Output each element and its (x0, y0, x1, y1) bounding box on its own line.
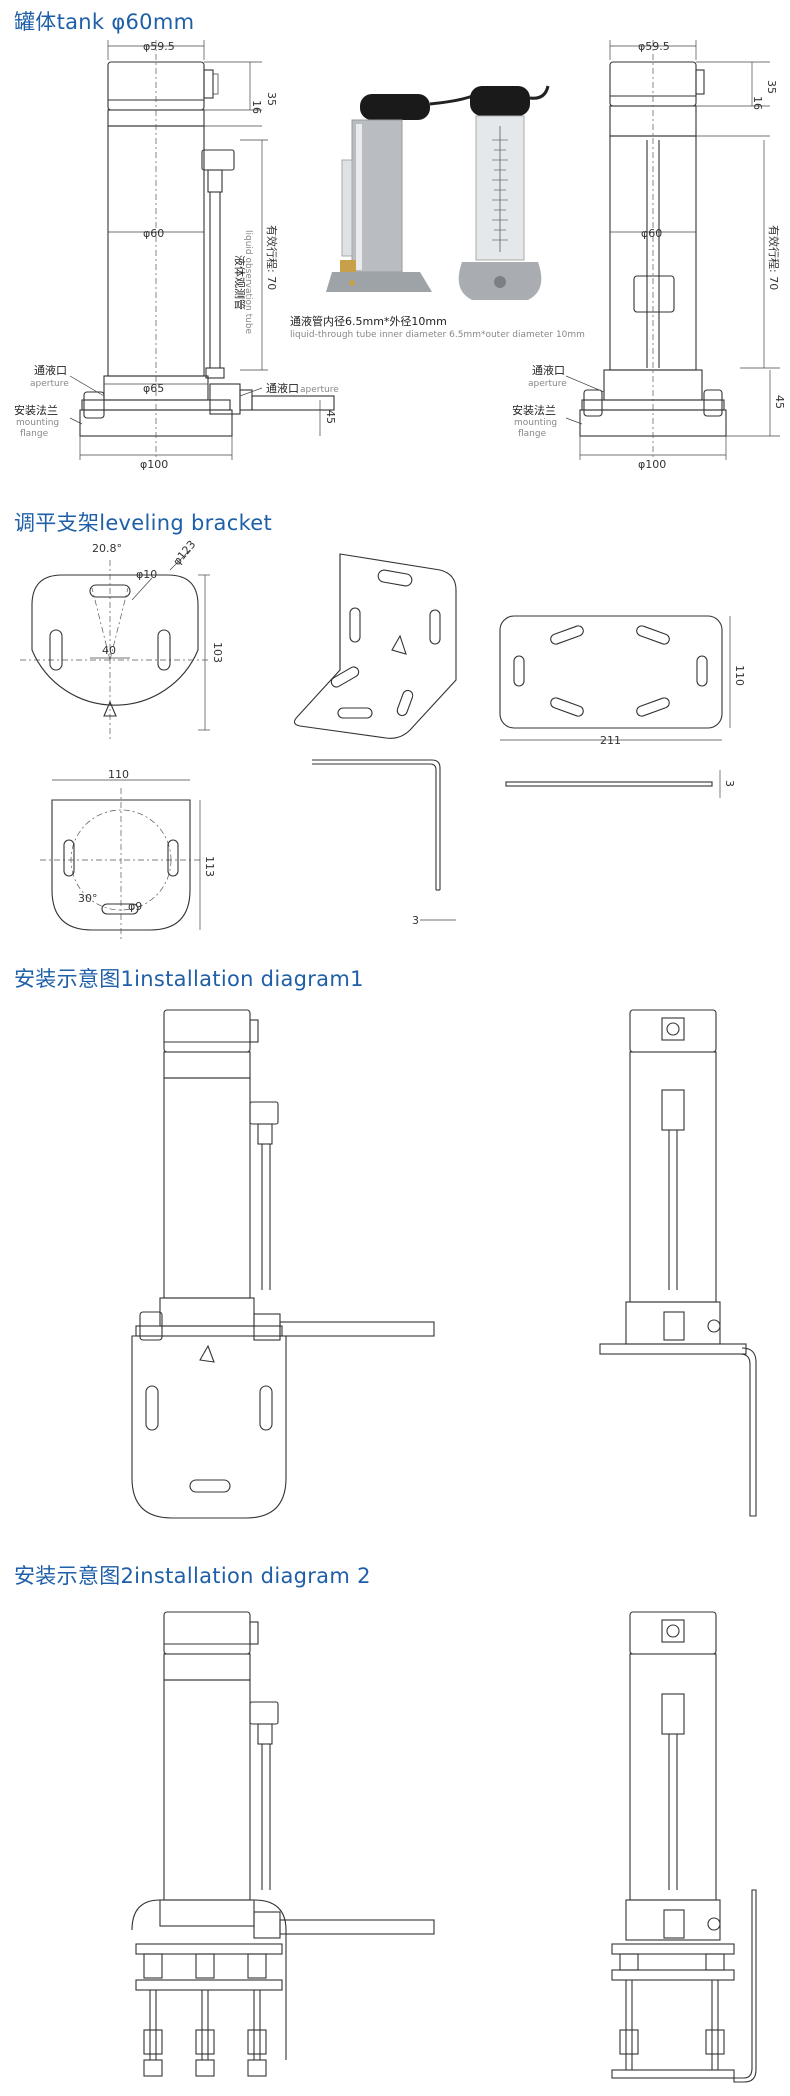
dim-flange-left: φ100 (140, 458, 168, 470)
bracket-drawing: 20.8° φ10 φ123 103 40 3 110 113 30 (20, 538, 746, 940)
install2-right (611, 1611, 757, 2083)
plate-thickness: 3 (723, 780, 736, 787)
bracket-front-height: 113 (203, 856, 216, 877)
dim-stroke-right: 有效行程: 70 (767, 225, 781, 290)
bracket-hole: φ10 (136, 568, 157, 581)
dim-cap-right: 35 (765, 80, 778, 94)
dim-bottom-right: 45 (773, 395, 786, 409)
aperture-en-mid: aperture (300, 385, 339, 395)
dim-top-left: φ59.5 (143, 40, 175, 53)
install1-left (131, 1009, 435, 1519)
bracket-angle: 20.8° (92, 542, 122, 555)
aperture-cn-mid: 通液口 (266, 381, 299, 395)
aperture-en-right: aperture (528, 379, 567, 389)
product-photo-1 (326, 90, 481, 292)
bracket-thickness-side: 3 (412, 914, 419, 927)
dim-body-right: φ60 (641, 227, 662, 240)
tube-spec-en: liquid-through tube inner diameter 6.5mm… (290, 330, 585, 340)
aperture-en-left: aperture (30, 379, 69, 389)
aperture-cn-left: 通液口 (34, 363, 67, 377)
section-title-install2: 安装示意图2installation diagram 2 (14, 1564, 371, 1588)
bracket-plate (499, 615, 731, 798)
bracket-spacing: 40 (102, 644, 116, 657)
dim-stroke-left: 有效行程: 70 (265, 225, 279, 290)
obs-tube-cn: 液体观测管 (233, 255, 247, 310)
bracket-front-width: 110 (108, 768, 129, 781)
install1-right (599, 1009, 757, 1517)
bracket-front-angle: 30° (78, 892, 98, 905)
bracket-3d (293, 553, 457, 739)
section-title-tank: 罐体tank φ60mm (14, 10, 195, 34)
install2-left (131, 1611, 435, 2077)
aperture-cn-right: 通液口 (532, 363, 565, 377)
section-title-install1: 安装示意图1installation diagram1 (14, 967, 364, 991)
install1-drawing (131, 1009, 757, 1519)
install2-drawing (131, 1611, 757, 2083)
flange-cn-left: 安装法兰 (14, 403, 58, 417)
flange-cn-right: 安装法兰 (512, 403, 556, 417)
tank-left (69, 40, 335, 460)
flange-en2-right: flange (518, 429, 547, 439)
dim-flange-right: φ100 (638, 458, 666, 470)
flange-en1-right: mounting (514, 418, 557, 428)
dim-base-left: φ65 (143, 382, 164, 395)
dim-top-right: φ59.5 (638, 40, 670, 53)
bracket-height: 103 (211, 642, 224, 663)
tank-drawing: φ59.5 φ60 φ65 φ100 35 16 有效行程: 70 45 液体观… (14, 40, 786, 470)
plate-width: 211 (600, 734, 621, 747)
bracket-top-view (20, 549, 210, 740)
bracket-front-view (40, 779, 201, 940)
bracket-radius: φ123 (170, 538, 198, 568)
dim-ring-right: 16 (751, 96, 764, 110)
tube-spec-cn: 通液管内径6.5mm*外径10mm (290, 314, 447, 328)
plate-height: 110 (733, 665, 746, 686)
dim-bottom-left: 45 (324, 410, 337, 424)
dim-ring-left: 16 (250, 100, 263, 114)
flange-en2-left: flange (20, 429, 49, 439)
obs-tube-en: liquid observation tube (243, 230, 253, 335)
bracket-side-view (312, 759, 456, 921)
dim-body-left: φ60 (143, 227, 164, 240)
bracket-front-hole: φ9 (128, 900, 142, 913)
tank-right (565, 40, 780, 460)
product-photo-2 (458, 85, 550, 300)
section-title-bracket: 调平支架leveling bracket (14, 511, 273, 535)
dim-cap-left: 35 (265, 92, 278, 106)
flange-en1-left: mounting (16, 418, 59, 428)
